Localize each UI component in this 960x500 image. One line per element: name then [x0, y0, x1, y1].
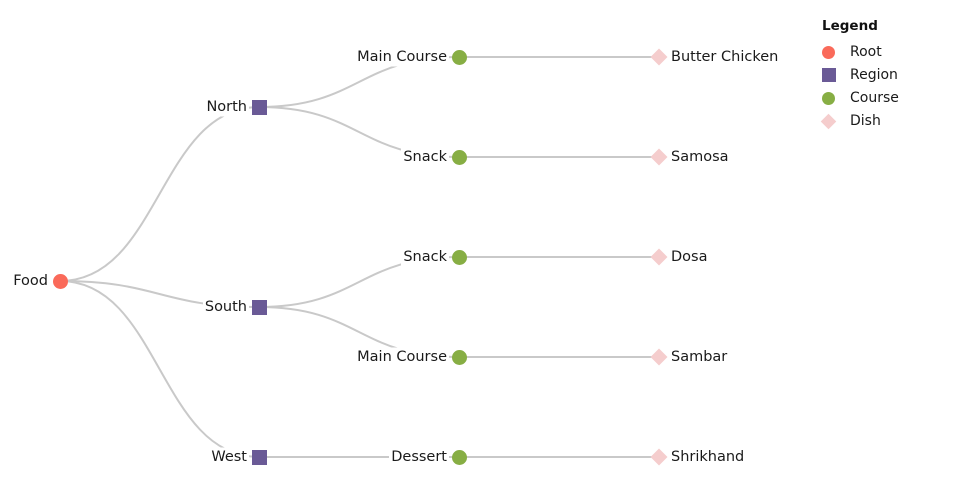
tree-node-marker-square-icon	[251, 449, 267, 465]
tree-node-label-backdrop	[202, 297, 249, 317]
legend-swatch-wrap	[822, 68, 844, 82]
legend-item-dish[interactable]: Dish	[820, 110, 952, 133]
tree-node-label: Main Course	[357, 48, 447, 65]
legend-swatch-wrap	[822, 45, 844, 59]
legend-title: Legend	[822, 18, 878, 34]
legend-item-label: Dish	[850, 113, 881, 129]
tree-node-label-backdrop	[389, 447, 449, 467]
tree-node-marker-circle-icon	[451, 249, 467, 265]
tree-node-label-backdrop	[355, 347, 449, 367]
tree-node-label: Snack	[403, 148, 447, 165]
legend-item-region[interactable]: Region	[822, 64, 952, 87]
tree-node-label-backdrop	[669, 147, 731, 167]
legend-item-label: Root	[850, 44, 882, 60]
tree-node-label-backdrop	[11, 271, 50, 291]
legend-item-label: Region	[850, 67, 898, 83]
tree-node-label: Samosa	[671, 148, 729, 165]
tree-node-label: Food	[13, 272, 48, 289]
tree-node-label-backdrop	[209, 447, 249, 467]
tree-node-label-backdrop	[401, 247, 449, 267]
tree-node-label-backdrop	[355, 47, 449, 67]
tree-node-marker-circle-icon	[451, 449, 467, 465]
tree-node-marker-circle-icon	[52, 273, 68, 289]
tree-node-marker-circle-icon	[451, 149, 467, 165]
tree-node-label: Snack	[403, 248, 447, 265]
legend-swatch-circle-icon	[822, 45, 835, 59]
tree-node-label: Butter Chicken	[671, 48, 779, 65]
tree-node-label-backdrop	[401, 147, 449, 167]
tree-node-label: Shrikhand	[671, 448, 745, 465]
tree-node-label: North	[206, 98, 247, 115]
tree-node-label: Main Course	[357, 348, 447, 365]
tree-node-marker-square-icon	[251, 299, 267, 315]
legend-swatch-wrap	[820, 113, 844, 129]
legend-item-label: Course	[850, 90, 899, 106]
tree-node-label-backdrop	[669, 447, 747, 467]
tree-edge	[59, 106, 260, 282]
tree-node-label: Sambar	[671, 348, 728, 365]
tree-node-label-backdrop	[669, 47, 781, 67]
legend-swatch-diamond-icon	[820, 113, 837, 129]
legend-item-root[interactable]: Root	[822, 41, 952, 64]
tree-node-label-backdrop	[204, 97, 249, 117]
tree-node-label: South	[204, 298, 247, 315]
tree-node-marker-square-icon	[251, 99, 267, 115]
tree-node-label-backdrop	[669, 247, 710, 267]
tree-node-label: West	[211, 448, 247, 465]
legend-item-course[interactable]: Course	[822, 87, 952, 110]
tree-node-label: Dosa	[671, 248, 708, 265]
tree-node-label-backdrop	[669, 347, 730, 367]
legend-swatch-square-icon	[822, 68, 836, 82]
tree-node-marker-circle-icon	[451, 349, 467, 365]
legend-swatch-wrap	[822, 91, 844, 105]
legend-swatch-circle-icon	[822, 91, 835, 105]
tree-node-marker-circle-icon	[451, 49, 467, 65]
tree-node-label: Dessert	[391, 448, 447, 465]
